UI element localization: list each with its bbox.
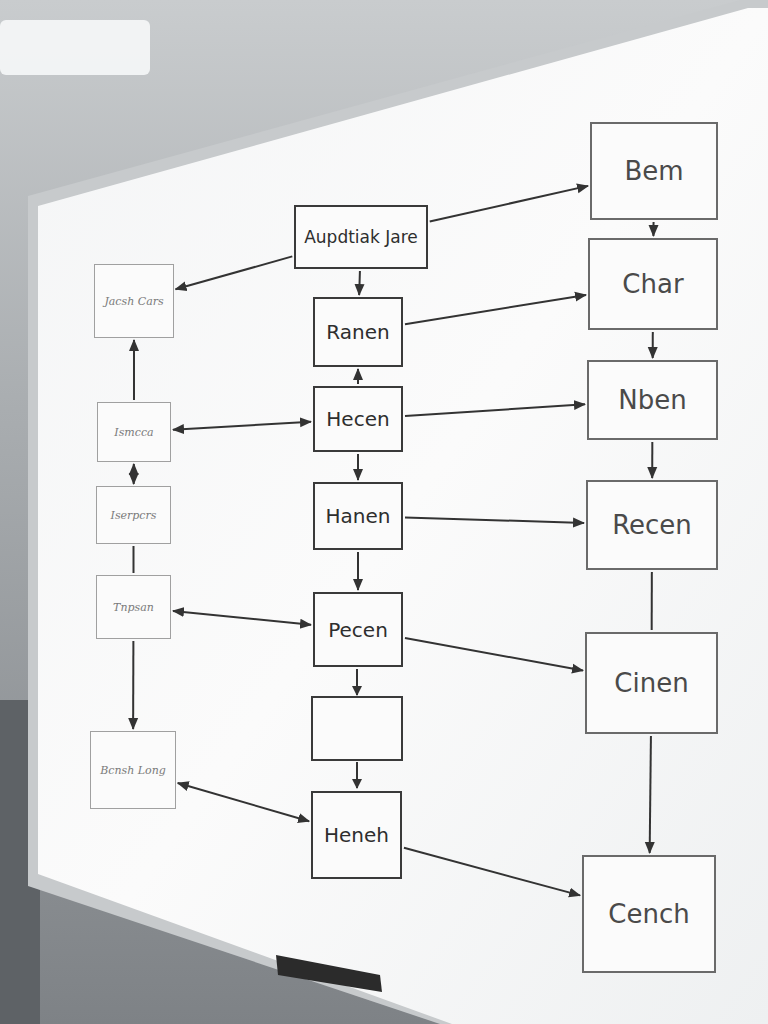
box-label: Ismcca [110,426,157,439]
box-label: Hanen [322,504,395,528]
box-label: Hecen [322,407,393,431]
process-box: Cench [582,855,716,973]
process-box: Heneh [311,791,402,879]
box-label: Tnpsan [109,601,158,614]
process-box: Ranen [313,297,403,367]
box-label: Aupdtiak Jare [300,227,422,247]
process-box: Cinen [585,632,718,734]
connector-arrow [652,332,654,358]
box-label: Cench [604,899,693,929]
process-box: Bcnsh Long [90,731,176,809]
box-label: Ranen [322,320,393,344]
connector-arrow [357,369,359,384]
connector-arrow [357,552,359,590]
connector-arrow [430,186,588,222]
whiteboard-frame [28,0,768,1024]
box-label: Nben [614,385,690,415]
connector-arrow [176,256,293,289]
process-box: Pecen [313,592,403,667]
box-label: Iserpcrs [107,509,161,522]
process-box: Ismcca [97,402,171,462]
box-label: Bem [620,156,687,186]
process-box: Aupdtiak Jare [294,205,428,269]
process-box: Bem [590,122,718,220]
connector-arrow [358,271,361,295]
process-box: Hanen [313,482,403,550]
process-box: Recen [586,480,718,570]
process-box: Char [588,238,718,330]
process-box: Nben [587,360,718,440]
connector-arrow [133,546,135,573]
connector-arrow [405,295,586,324]
connector-arrow [178,783,309,821]
connector-arrow [133,340,135,400]
connector-arrow [357,454,359,480]
connector-arrow [651,572,653,630]
process-box: Jacsh Cars [94,264,173,338]
connector-arrow [133,464,135,484]
connector-arrow [173,611,311,625]
connector-arrow [405,517,584,522]
connector-arrow [651,442,653,478]
box-label: Recen [608,510,696,540]
box-label: Heneh [320,823,393,847]
box-label: Cinen [610,668,692,698]
empty-box [312,697,402,760]
connector-arrow [173,422,311,430]
connector-arrow [650,736,651,853]
connector-arrow [132,641,134,729]
empty-box-arrow-out [356,762,358,788]
box-label: Char [618,269,687,299]
connector-arrow [405,404,585,416]
process-box: Hecen [313,386,403,452]
process-box: Iserpcrs [96,486,171,544]
process-box: Tnpsan [96,575,171,639]
box-label: Bcnsh Long [96,764,170,777]
ceiling-light [0,20,150,75]
empty-box-arrow-in [356,669,358,695]
marker-tray [276,955,382,992]
box-label: Pecen [324,618,392,642]
whiteboard-surface [38,8,768,1024]
connector-arrow [405,638,583,670]
connector-arrow [404,848,580,896]
connector-arrow [652,222,654,236]
box-label: Jacsh Cars [100,295,167,308]
